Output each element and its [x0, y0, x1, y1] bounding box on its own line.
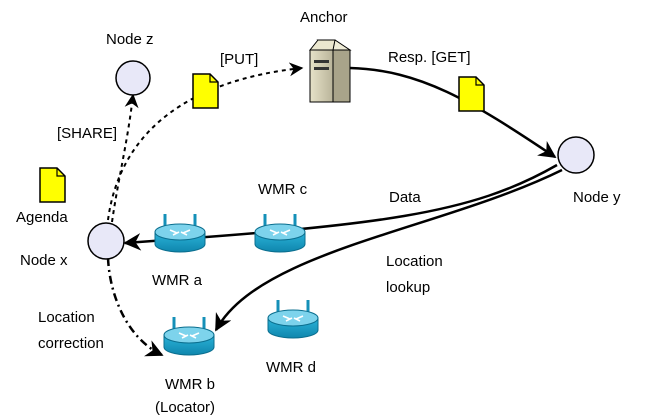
- resp-get-edge: [349, 66, 557, 159]
- location-lookup-edge: [214, 168, 563, 332]
- node-x-label: Node x: [20, 252, 68, 269]
- resp-get-label: Resp. [GET]: [388, 49, 471, 66]
- wmr-d-router-icon: [267, 300, 319, 339]
- wmr-b-role-label: (Locator): [155, 399, 215, 416]
- wmr-d-label: WMR d: [266, 359, 316, 376]
- location-correction-edge: [106, 257, 164, 357]
- location-correction-label-line2: correction: [38, 335, 104, 352]
- agenda-document-icon: [39, 167, 66, 203]
- node-y-circle: [557, 136, 595, 174]
- anchor-label: Anchor: [300, 9, 348, 26]
- node-z-circle: [115, 60, 151, 96]
- wmr-b-label: WMR b: [165, 376, 215, 393]
- location-lookup-label-line2: lookup: [386, 279, 430, 296]
- node-y-label: Node y: [573, 189, 621, 206]
- anchor-server-icon: [308, 39, 352, 103]
- put-edge: [107, 62, 304, 221]
- node-x-circle: [87, 222, 125, 260]
- wmr-c-router-icon: [254, 214, 306, 253]
- wmr-a-router-icon: [154, 214, 206, 253]
- location-correction-label-line1: Location: [38, 309, 95, 326]
- location-lookup-label-line1: Location: [386, 253, 443, 270]
- share-edge: [111, 93, 139, 223]
- resp-document-icon: [458, 76, 485, 112]
- put-label: [PUT]: [220, 51, 258, 68]
- data-edge: [123, 163, 558, 251]
- wmr-a-label: WMR a: [152, 272, 203, 289]
- agenda-label: Agenda: [16, 209, 68, 226]
- wmr-b-router-icon: [163, 317, 215, 356]
- wmr-c-label: WMR c: [258, 181, 308, 198]
- data-label: Data: [389, 189, 421, 206]
- share-label: [SHARE]: [57, 125, 117, 142]
- put-document-icon: [192, 73, 219, 109]
- node-z-label: Node z: [106, 31, 154, 48]
